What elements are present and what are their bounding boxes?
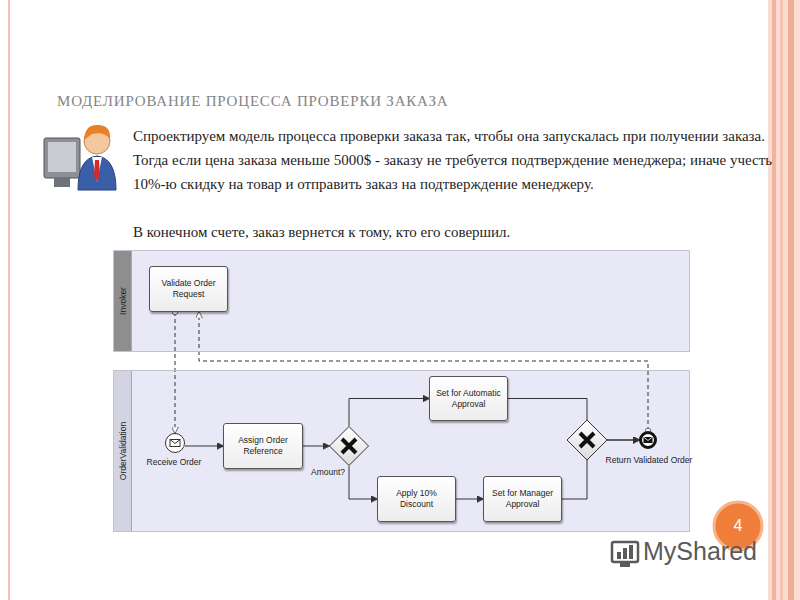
task-label: Set for Manager Approval bbox=[484, 488, 561, 509]
frame-line bbox=[8, 0, 10, 600]
sequence-flow bbox=[349, 466, 377, 499]
watermark-stand bbox=[620, 562, 630, 567]
person-body bbox=[78, 156, 116, 190]
page-number: 4 bbox=[714, 514, 762, 538]
tie bbox=[94, 160, 100, 181]
watermark: MyShared bbox=[643, 536, 773, 566]
lane-label: Invoker bbox=[114, 251, 132, 351]
gateway-shape bbox=[329, 426, 369, 466]
task-box: Set for Manager Approval bbox=[483, 476, 562, 522]
gateway-outline bbox=[330, 427, 369, 466]
side-stripe bbox=[780, 0, 783, 600]
decision-gateway: Amount? bbox=[329, 426, 369, 466]
message-flow bbox=[175, 312, 176, 433]
person-hair bbox=[84, 125, 110, 140]
side-stripe bbox=[788, 0, 794, 600]
body-text: В конечном счете, заказ вернется к тому,… bbox=[133, 220, 773, 244]
swimlane: Invoker Validate Order Request bbox=[113, 250, 690, 352]
side-stripe bbox=[772, 0, 776, 600]
shirt bbox=[92, 157, 102, 182]
sequence-flow bbox=[349, 399, 429, 427]
gateway-x bbox=[580, 433, 594, 447]
event-icon bbox=[642, 434, 654, 446]
task-label: Validate Order Request bbox=[150, 278, 227, 299]
envelope-flap bbox=[170, 439, 180, 443]
monitor bbox=[44, 138, 80, 178]
watermark-bar bbox=[617, 552, 621, 559]
body-text: Спроектируем модель процесса проверки за… bbox=[133, 124, 773, 196]
task-box: Validate Order Request bbox=[149, 266, 228, 312]
task-label: Assign Order Reference bbox=[224, 435, 302, 456]
monitor-stand bbox=[54, 178, 70, 187]
event-icon bbox=[165, 433, 185, 453]
sequence-flow bbox=[456, 499, 483, 500]
watermark-icon bbox=[612, 542, 638, 567]
task-label: Apply 10% Discount bbox=[378, 488, 455, 509]
sequence-flow bbox=[185, 446, 223, 447]
lane-fill bbox=[113, 250, 690, 352]
message-flow bbox=[199, 312, 648, 431]
merge-gateway bbox=[567, 420, 607, 460]
event-label: Receive Order bbox=[147, 457, 202, 467]
start-event: Receive Order bbox=[165, 433, 185, 453]
watermark-bar bbox=[623, 548, 627, 559]
envelope-flap bbox=[644, 437, 653, 441]
swimlane: OrderValidationReceive OrderAssign Order… bbox=[113, 370, 690, 532]
watermark-frame bbox=[612, 542, 638, 562]
envelope bbox=[644, 437, 653, 443]
task-box: Apply 10% Discount bbox=[377, 476, 456, 522]
lane-label: OrderValidation bbox=[114, 371, 132, 531]
monitor-screen bbox=[48, 142, 76, 172]
envelope bbox=[170, 439, 180, 446]
end-event: Return Validated Order bbox=[639, 431, 657, 449]
event-label: Amount? bbox=[311, 467, 345, 477]
lane-fill bbox=[113, 370, 690, 532]
gateway-x bbox=[342, 439, 356, 453]
person-icon bbox=[44, 125, 116, 190]
watermark-bar bbox=[629, 545, 633, 559]
sequence-flow bbox=[303, 446, 329, 447]
slide-title: МОДЕЛИРОВАНИЕ ПРОЦЕССА ПРОВЕРКИ ЗАКАЗА bbox=[57, 93, 448, 110]
task-label: Set for Automatic Approval bbox=[430, 388, 507, 409]
task-box: Set for Automatic Approval bbox=[429, 376, 508, 421]
task-box: Assign Order Reference bbox=[223, 423, 303, 469]
sequence-flow bbox=[562, 440, 639, 499]
side-stripe bbox=[768, 0, 800, 600]
event-label: Return Validated Order bbox=[606, 455, 693, 465]
